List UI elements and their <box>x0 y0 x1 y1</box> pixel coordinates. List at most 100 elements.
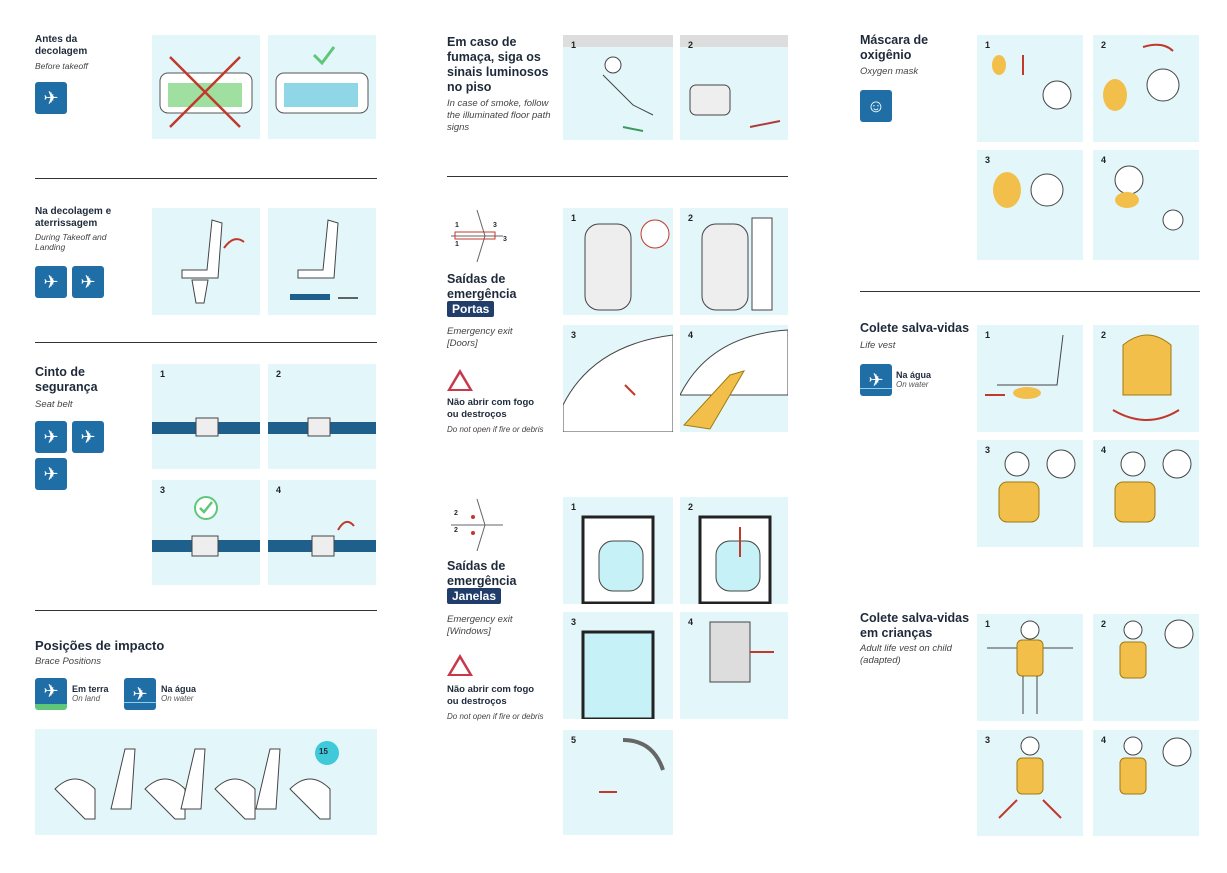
step-number: 1 <box>571 213 577 223</box>
windows-title: Saídas de emergência <box>447 559 517 588</box>
fire-warning-icon <box>447 654 473 676</box>
panel-belt-step: 4 <box>268 480 376 585</box>
panel-window-step: 4 <box>680 612 788 719</box>
child-vest-title: Colete salva-vidas em crianças <box>860 611 970 640</box>
panel-luggage-wrong <box>152 35 260 139</box>
life-vest-subtitle: Life vest <box>860 340 896 351</box>
step-number: 1 <box>160 369 166 379</box>
step-number: 4 <box>1101 735 1107 745</box>
step-number: 4 <box>276 485 282 495</box>
doors-subtitle: Emergency exit [Doors] <box>447 326 513 349</box>
panel-window-step: 1 <box>563 497 673 604</box>
plane-label: 2 <box>454 527 458 534</box>
step-number: 1 <box>571 40 577 50</box>
divider <box>35 610 377 611</box>
plane-label: 1 <box>455 222 459 229</box>
brace-title: Posições de impacto <box>35 638 165 653</box>
step-number: 1 <box>985 40 991 50</box>
step-number: 2 <box>688 213 694 223</box>
step-number: 3 <box>571 617 577 627</box>
divider <box>35 342 377 343</box>
panel-door-step: 2 <box>680 208 788 315</box>
panel-oxygen-step: 1 <box>977 35 1083 142</box>
fire-warning-icon <box>447 369 473 391</box>
panel-window-step: 5 <box>563 730 673 835</box>
plane-window-diagram <box>451 498 503 552</box>
windows-tag: Janelas <box>447 588 502 604</box>
panel-vest-step: 1 <box>977 325 1083 432</box>
landing-icon: ✈ <box>72 266 104 298</box>
panel-brace-positions: 15 <box>35 729 377 835</box>
step-number: 4 <box>688 330 694 340</box>
water-icon: ✈ <box>860 364 892 396</box>
step-number: 2 <box>1101 40 1107 50</box>
takeoff-landing-subtitle: During Takeoff and Landing <box>35 232 107 252</box>
panel-smoke-step: 2 <box>680 35 788 140</box>
step-number: 1 <box>985 619 991 629</box>
panel-door-step: 4 <box>680 325 788 432</box>
seat-belt-title: Cinto de segurança <box>35 365 98 394</box>
step-number: 3 <box>985 445 991 455</box>
step-number: 3 <box>985 155 991 165</box>
divider <box>860 291 1200 292</box>
windows-warning: Não abrir com fogo ou destroços <box>447 684 535 707</box>
icon-caption: On land <box>72 694 101 703</box>
oxygen-mask-icon: ☺ <box>860 90 892 122</box>
takeoff-icon: ✈ <box>35 421 67 453</box>
step-number: 3 <box>985 735 991 745</box>
panel-belt-step: 3 <box>152 480 260 585</box>
takeoff-icon: ✈ <box>35 266 67 298</box>
step-number: 2 <box>276 369 282 379</box>
step-number: 2 <box>688 502 694 512</box>
brace-subtitle: Brace Positions <box>35 656 102 667</box>
panel-tray-stowed <box>268 208 376 315</box>
windows-warning-en: Do not open if fire or debris <box>447 712 544 721</box>
icon-caption: Em terra <box>72 684 109 694</box>
divider <box>447 176 788 177</box>
step-number: 5 <box>571 735 577 745</box>
turbulence-icon: ✈ <box>35 458 67 490</box>
icon-caption: Na água <box>161 684 197 694</box>
panel-vest-step: 4 <box>1093 440 1199 547</box>
step-number: 2 <box>688 40 694 50</box>
icon-caption: On water <box>161 694 194 703</box>
step-number: 4 <box>688 617 694 627</box>
step-number: 1 <box>985 330 991 340</box>
step-number: 1 <box>571 502 577 512</box>
oxygen-title: Máscara de oxigênio <box>860 33 929 62</box>
panel-vest-step: 3 <box>977 440 1083 547</box>
panel-door-step: 1 <box>563 208 673 315</box>
panel-seat-upright <box>152 208 260 315</box>
divider <box>35 178 377 179</box>
before-takeoff-title: Antes da decolagem <box>35 34 88 57</box>
panel-window-step: 2 <box>680 497 788 604</box>
smoke-title: Em caso de fumaça, siga os sinais lumino… <box>447 35 549 94</box>
smoke-subtitle: In case of smoke, follow the illuminated… <box>447 98 551 133</box>
panel-child-vest-step: 3 <box>977 730 1083 836</box>
plane-label: 3 <box>493 222 497 229</box>
step-number: 2 <box>1101 330 1107 340</box>
land-icon: ✈ <box>35 678 67 710</box>
doors-title: Saídas de emergência <box>447 272 517 301</box>
seat-belt-subtitle: Seat belt <box>35 399 73 410</box>
doors-warning: Não abrir com fogo ou destroços <box>447 397 535 420</box>
life-vest-title: Colete salva-vidas <box>860 321 970 335</box>
before-takeoff-subtitle: Before takeoff <box>35 61 88 71</box>
panel-child-vest-step: 1 <box>977 614 1083 721</box>
panel-child-vest-step: 2 <box>1093 614 1199 721</box>
step-number: 4 <box>1101 445 1107 455</box>
water-icon: ✈ <box>124 678 156 710</box>
panel-luggage-right <box>268 35 376 139</box>
panel-smoke-step: 1 <box>563 35 673 140</box>
step-number: 2 <box>1101 619 1107 629</box>
icon-caption: Na água <box>896 370 932 380</box>
plane-label: 2 <box>454 510 458 517</box>
panel-door-step: 3 <box>563 325 673 432</box>
takeoff-icon: ✈ <box>35 82 67 114</box>
windows-subtitle: Emergency exit [Windows] <box>447 614 513 637</box>
doors-tag: Portas <box>447 301 495 317</box>
